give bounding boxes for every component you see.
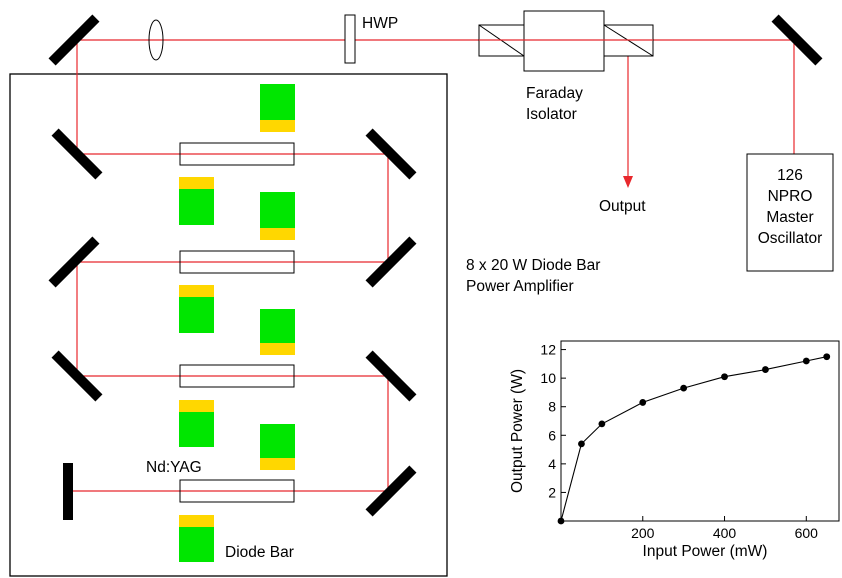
ndyag-crystal bbox=[179, 479, 295, 503]
y-tick-label: 8 bbox=[548, 399, 556, 415]
mirrors bbox=[48, 14, 823, 520]
mirror-row4-right bbox=[365, 465, 417, 517]
output-arrowhead bbox=[623, 176, 633, 188]
data-point bbox=[557, 517, 565, 525]
diode-bar bbox=[260, 192, 295, 240]
beam-paths bbox=[71, 39, 795, 492]
diode-bar bbox=[179, 285, 214, 333]
ndyag-crystal bbox=[179, 364, 295, 388]
diode-bar bbox=[179, 515, 214, 562]
oscillator-label-line2: NPRO bbox=[768, 188, 813, 205]
power-chart: 2 4 6 8 10 12 200 400 600 Input Power (mW) Outpu… bbox=[509, 340, 840, 560]
diode-bar bbox=[260, 424, 295, 470]
ndyag-crystal bbox=[179, 142, 295, 166]
amplifier-enclosure bbox=[9, 73, 448, 577]
mirror-end bbox=[63, 463, 73, 520]
half-wave-plate bbox=[344, 14, 356, 64]
data-point bbox=[762, 366, 769, 373]
data-point bbox=[680, 384, 688, 392]
y-axis-title: Output Power (W) bbox=[509, 369, 526, 493]
mirror-row1-right bbox=[365, 128, 417, 180]
mirror-row3-left bbox=[51, 350, 103, 402]
chart-frame bbox=[560, 340, 840, 522]
data-point bbox=[639, 399, 647, 406]
mirror-top-left bbox=[48, 14, 100, 66]
diode-bar bbox=[260, 309, 295, 355]
mirror-top-right bbox=[771, 14, 823, 66]
diode-bar bbox=[179, 177, 214, 225]
oscillator-label-line3: Master bbox=[766, 209, 813, 226]
x-tick-label: 400 bbox=[713, 525, 737, 541]
data-point bbox=[721, 373, 728, 381]
data-point bbox=[578, 440, 585, 448]
y-tick-label: 4 bbox=[548, 456, 556, 472]
data-point bbox=[802, 357, 810, 365]
data-point bbox=[823, 353, 831, 361]
diode-bars bbox=[179, 84, 295, 562]
faraday-isolator bbox=[478, 10, 654, 72]
series-points bbox=[557, 353, 831, 525]
output-label: Output bbox=[599, 198, 646, 215]
chart-ticks: 2 4 6 8 10 12 200 400 600 bbox=[540, 342, 818, 541]
ndyag-label: Nd:YAG bbox=[146, 459, 202, 476]
x-tick-label: 200 bbox=[631, 525, 655, 541]
mirror-row2-right bbox=[365, 236, 417, 288]
series-line bbox=[560, 356, 827, 522]
diode-bar-label: Diode Bar bbox=[225, 544, 294, 561]
amplifier-label-line2: Power Amplifier bbox=[466, 278, 574, 295]
hwp-label: HWP bbox=[362, 15, 398, 32]
oscillator-label-line1: 126 bbox=[777, 167, 803, 184]
diode-bar bbox=[179, 400, 214, 447]
lens bbox=[148, 19, 164, 61]
x-tick-label: 600 bbox=[795, 525, 819, 541]
diode-bar bbox=[260, 84, 295, 132]
x-axis-title: Input Power (mW) bbox=[643, 543, 768, 560]
mirror-row3-right bbox=[365, 350, 417, 402]
faraday-label-line1: Faraday bbox=[526, 85, 583, 102]
ndyag-crystal bbox=[179, 250, 295, 274]
oscillator-box bbox=[746, 153, 834, 272]
data-point bbox=[598, 420, 606, 428]
faraday-rotator bbox=[523, 10, 605, 72]
y-tick-label: 2 bbox=[548, 484, 556, 500]
y-tick-label: 6 bbox=[548, 427, 556, 443]
amplifier-label-line1: 8 x 20 W Diode Bar bbox=[466, 257, 600, 274]
mirror-row1-left bbox=[51, 128, 103, 180]
faraday-label-line2: Isolator bbox=[526, 106, 577, 123]
mirror-row2-left bbox=[48, 236, 100, 288]
y-tick-label: 10 bbox=[540, 370, 556, 386]
y-tick-label: 12 bbox=[540, 342, 556, 358]
ndyag-crystals bbox=[179, 142, 295, 503]
oscillator-label-line4: Oscillator bbox=[758, 230, 823, 247]
